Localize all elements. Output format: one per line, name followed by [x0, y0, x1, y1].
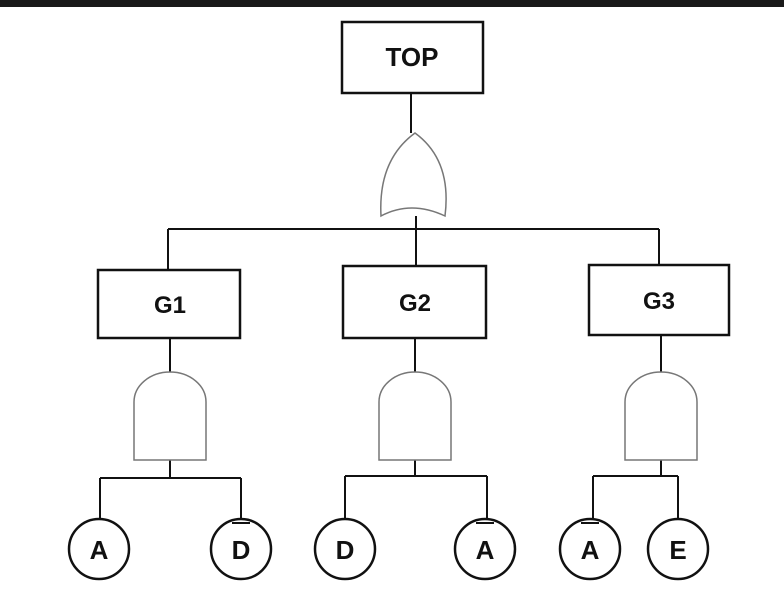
or-gate-icon	[380, 132, 447, 218]
basic-event-g3-a-bar: A	[558, 517, 622, 581]
top-border-bar	[0, 0, 784, 7]
top-event: TOP	[340, 20, 485, 95]
basic-event-label: E	[669, 535, 686, 565]
basic-event-g1-a: A	[67, 517, 131, 581]
basic-event-circle	[67, 517, 131, 581]
g3-box	[587, 263, 731, 337]
top-event-box	[340, 20, 485, 95]
g3-and-gate-icon	[624, 371, 698, 461]
basic-event-label: A	[476, 535, 495, 565]
basic-event-circle	[313, 517, 377, 581]
event-g1: G1	[96, 268, 242, 340]
basic-event-label: A	[90, 535, 109, 565]
connector-lines	[99, 93, 679, 520]
g2-label: G2	[399, 290, 431, 317]
basic-event-label: A	[581, 535, 600, 565]
basic-event-circle	[646, 517, 710, 581]
g1-box	[96, 268, 242, 340]
basic-event-label: D	[336, 535, 355, 565]
basic-event-circle	[209, 517, 273, 581]
g2-and-gate-icon	[378, 371, 452, 461]
g1-label: G1	[154, 292, 186, 319]
g2-box	[341, 264, 488, 340]
basic-event-g1-d-bar: D	[209, 517, 273, 581]
event-g3: G3	[587, 263, 731, 337]
g3-label: G3	[643, 288, 675, 315]
basic-event-g2-a-bar: A	[453, 517, 517, 581]
basic-event-g3-e: E	[646, 517, 710, 581]
basic-event-circle	[453, 517, 517, 581]
basic-event-label: D	[232, 535, 251, 565]
event-g2: G2	[341, 264, 488, 340]
basic-event-g2-d: D	[313, 517, 377, 581]
g1-and-gate-icon	[133, 371, 207, 461]
basic-event-circle	[558, 517, 622, 581]
top-event-label: TOP	[386, 42, 439, 72]
